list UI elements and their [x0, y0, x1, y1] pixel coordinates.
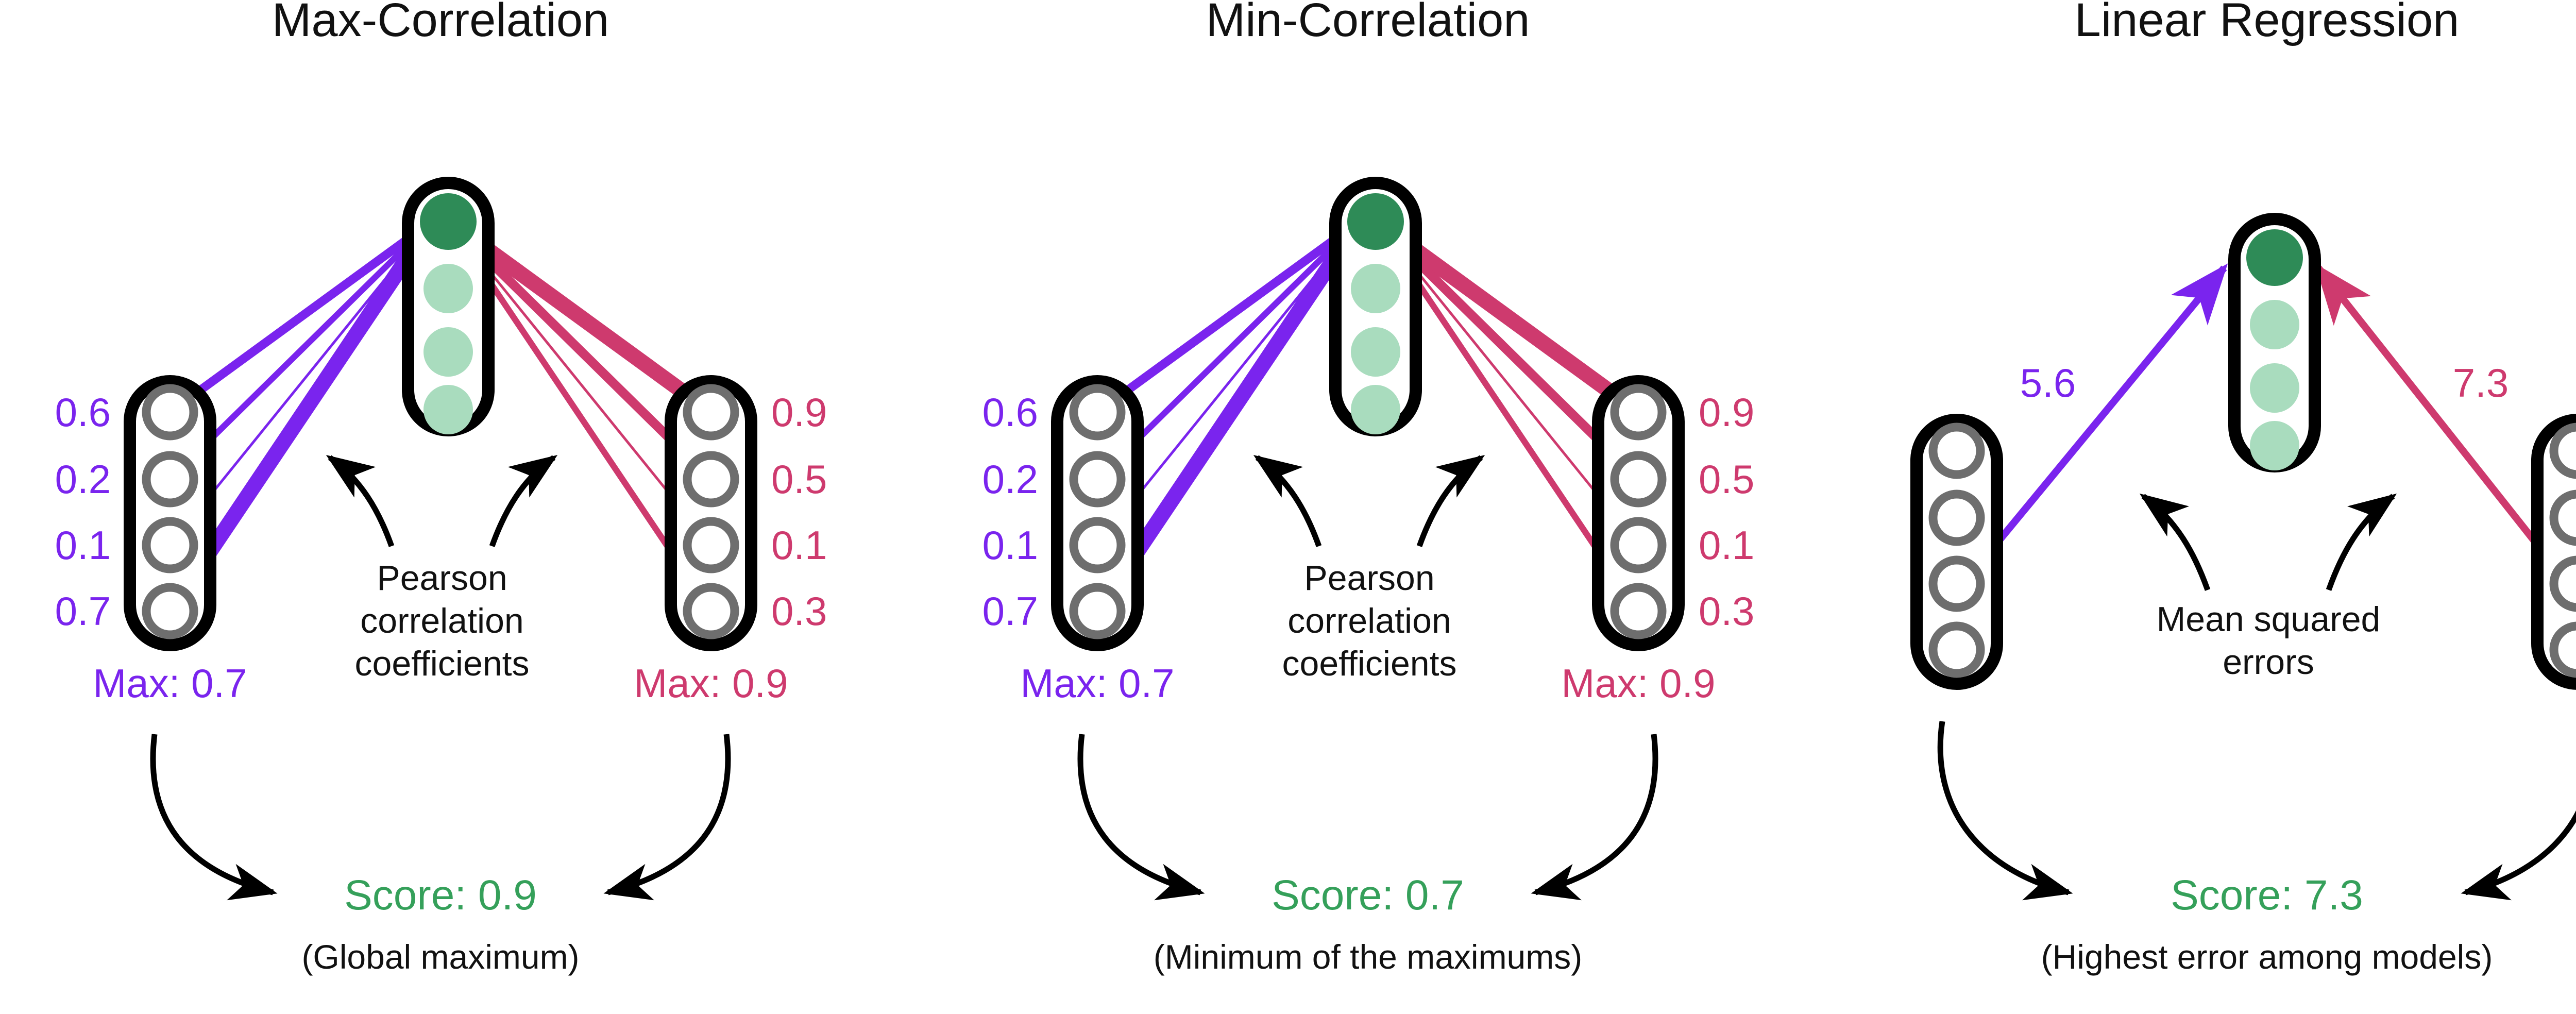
right-model-stack — [665, 375, 757, 651]
value-label: 0.5 — [771, 457, 827, 502]
left-max-label: Max: 0.7 — [93, 661, 247, 706]
svg-text:Mean squared: Mean squared — [2157, 600, 2381, 639]
panel-title: Max-Correlation — [272, 0, 609, 46]
value-label: 0.3 — [771, 588, 827, 634]
annotation-arrows — [1253, 454, 1485, 547]
value-label: 0.1 — [771, 522, 827, 568]
value-label: 0.2 — [982, 457, 1038, 502]
left-model-stack — [1051, 375, 1144, 651]
score-label: Score: 7.3 — [2171, 872, 2363, 919]
annotation-arrows — [2139, 493, 2397, 591]
left-values: 0.6 0.2 0.1 0.7 — [982, 390, 1038, 634]
node-active — [2246, 229, 2303, 286]
score-label: Score: 0.9 — [344, 872, 537, 919]
left-values: 0.6 0.2 0.1 0.7 — [55, 390, 111, 634]
right-error-value: 7.3 — [2453, 360, 2509, 405]
value-label: 0.5 — [1699, 457, 1754, 502]
panel-caption: (Minimum of the maximums) — [1154, 938, 1582, 976]
left-error-arrow — [1987, 263, 2228, 554]
value-label: 0.1 — [55, 522, 111, 568]
left-error-value: 5.6 — [2020, 360, 2076, 405]
panel-caption: (Highest error among models) — [2041, 938, 2493, 976]
annotation-text: Pearson correlation coefficients — [355, 559, 530, 683]
panel-title: Linear Regression — [2075, 0, 2460, 46]
svg-text:correlation: correlation — [360, 601, 524, 640]
svg-text:coefficients: coefficients — [355, 644, 530, 683]
node-active — [1347, 193, 1404, 250]
value-label: 0.9 — [1699, 390, 1754, 435]
svg-text:Pearson: Pearson — [377, 559, 507, 598]
value-label: 0.7 — [982, 588, 1038, 634]
score-arrows — [150, 734, 731, 901]
annotation-text: Mean squared errors — [2157, 600, 2381, 682]
right-values: 0.9 0.5 0.1 0.3 — [1699, 390, 1754, 634]
value-label: 0.9 — [771, 390, 827, 435]
svg-text:correlation: correlation — [1287, 601, 1451, 640]
value-label: 0.3 — [1699, 588, 1754, 634]
value-label: 0.1 — [982, 522, 1038, 568]
right-error-arrow — [2315, 263, 2546, 554]
center-stack — [402, 177, 495, 436]
panel-caption: (Global maximum) — [301, 938, 579, 976]
score-arrows — [1937, 721, 2576, 901]
left-max-label: Max: 0.7 — [1020, 661, 1174, 706]
value-label: 0.1 — [1699, 522, 1754, 568]
score-arrows — [1077, 734, 1658, 901]
center-stack — [2228, 213, 2321, 472]
center-stack — [1329, 177, 1422, 436]
panel-max-correlation: Max-Correlation — [55, 0, 827, 976]
svg-text:coefficients: coefficients — [1282, 644, 1457, 683]
panel-linear-regression: Linear Regression 5.6 7.3 — [1910, 0, 2576, 976]
value-label: 0.2 — [55, 457, 111, 502]
svg-text:Pearson: Pearson — [1304, 559, 1434, 598]
value-label: 0.7 — [55, 588, 111, 634]
panel-min-correlation: Min-Correlation 0.6 — [982, 0, 1755, 976]
right-model-stack — [2531, 414, 2576, 690]
right-max-label: Max: 0.9 — [634, 661, 788, 706]
right-max-label: Max: 0.9 — [1561, 661, 1715, 706]
panel-title: Min-Correlation — [1206, 0, 1530, 46]
svg-text:errors: errors — [2223, 643, 2314, 682]
left-model-stack — [1910, 414, 2003, 690]
value-label: 0.6 — [55, 390, 111, 435]
annotation-arrows — [326, 454, 558, 547]
left-model-stack — [124, 375, 216, 651]
value-label: 0.6 — [982, 390, 1038, 435]
right-values: 0.9 0.5 0.1 0.3 — [771, 390, 827, 634]
annotation-text: Pearson correlation coefficients — [1282, 559, 1457, 683]
right-model-stack — [1592, 375, 1685, 651]
score-label: Score: 0.7 — [1272, 872, 1464, 919]
node-active — [420, 193, 477, 250]
